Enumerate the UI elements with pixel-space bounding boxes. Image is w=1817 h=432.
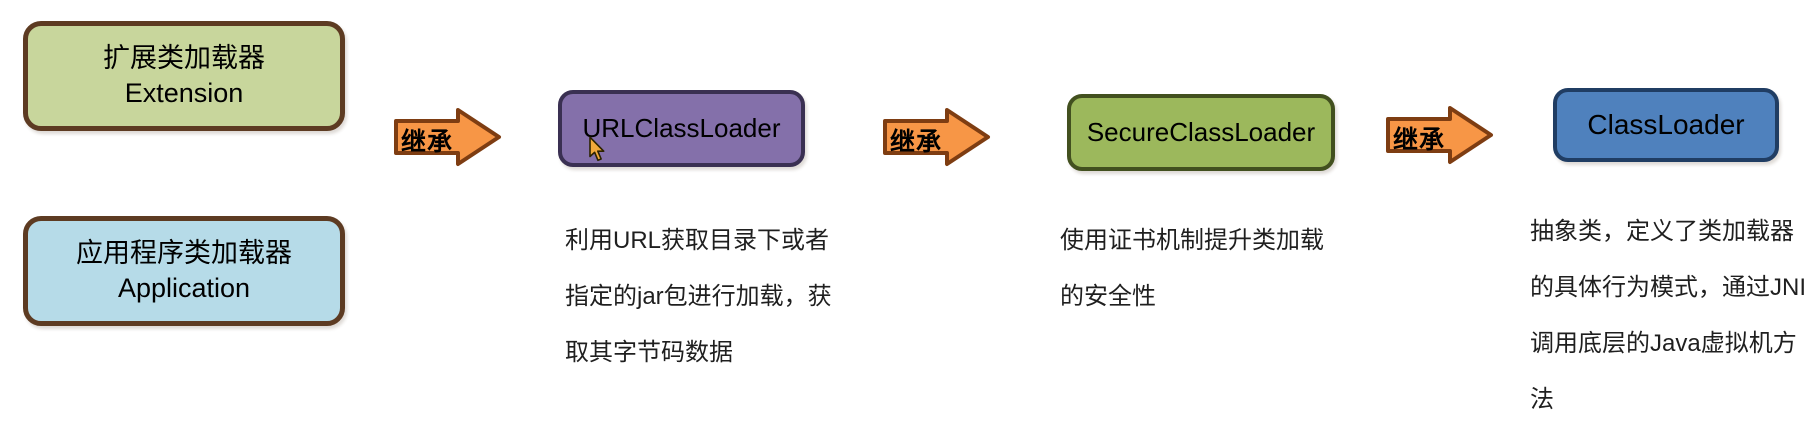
node-urlclassloader: URLClassLoader — [558, 90, 805, 167]
node-label: SecureClassLoader — [1086, 116, 1316, 147]
arrow-label: 继承 — [400, 128, 453, 156]
node-classloader: ClassLoader — [1553, 88, 1779, 162]
inherit-arrow-3: 继承 — [1386, 104, 1494, 166]
node-label: URLClassLoader — [582, 112, 781, 143]
description-classloader: 抽象类，定义了类加载器 的具体行为模式，通过JNI 调用底层的Java虚拟机方 … — [1530, 204, 1806, 428]
arrow-label: 继承 — [1392, 126, 1445, 154]
description-line: 使用证书机制提升类加载 — [1060, 227, 1324, 254]
description-secureclassloader: 使用证书机制提升类加载 的安全性 — [1060, 213, 1324, 325]
node-extension-classloader: 扩展类加载器 Extension — [23, 21, 345, 131]
description-line: 利用URL获取目录下或者 — [565, 227, 830, 254]
node-label: 扩展类加载器 — [103, 43, 265, 74]
description-line: 指定的jar包进行加载，获 — [565, 283, 832, 310]
description-line: 的安全性 — [1060, 283, 1156, 310]
node-label: ClassLoader — [1587, 109, 1745, 141]
node-label: Extension — [124, 78, 244, 108]
description-line: 调用底层的Java虚拟机方 — [1530, 330, 1797, 357]
block-arrow-icon — [1386, 106, 1493, 164]
node-application-classloader: 应用程序类加载器 Application — [23, 216, 345, 326]
block-arrow-icon — [883, 108, 990, 166]
inherit-arrow-2: 继承 — [883, 106, 991, 168]
inherit-arrow-1: 继承 — [394, 106, 502, 168]
mouse-cursor-icon — [589, 136, 605, 162]
description-urlclassloader: 利用URL获取目录下或者 指定的jar包进行加载，获 取其字节码数据 — [565, 213, 832, 381]
description-line: 抽象类，定义了类加载器 — [1530, 218, 1794, 245]
description-line: 取其字节码数据 — [565, 339, 733, 366]
node-label: Application — [117, 273, 251, 303]
description-line: 的具体行为模式，通过JNI — [1530, 274, 1806, 301]
block-arrow-icon — [394, 108, 501, 166]
arrow-label: 继承 — [889, 128, 942, 156]
node-secureclassloader: SecureClassLoader — [1067, 94, 1335, 171]
node-label: 应用程序类加载器 — [76, 238, 292, 269]
description-line: 法 — [1530, 386, 1554, 413]
